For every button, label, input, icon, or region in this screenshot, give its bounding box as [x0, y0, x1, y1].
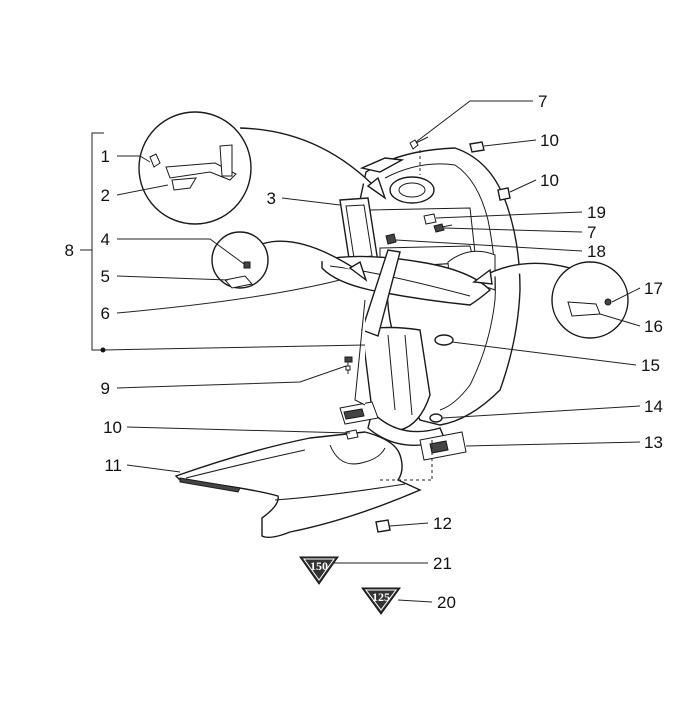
callout-14: 14 [644, 397, 663, 416]
hardware-parts [344, 136, 511, 533]
callout-16: 16 [644, 317, 663, 336]
leader-lines [103, 100, 641, 603]
callout-18: 18 [587, 242, 606, 261]
callout-8: 8 [65, 241, 74, 260]
detail-circle-clip [472, 261, 629, 339]
callout-5: 5 [101, 267, 110, 286]
callout-17: 17 [644, 279, 663, 298]
tunnel-left-panel [354, 249, 401, 406]
callout-1: 1 [101, 147, 110, 166]
callout-labels: 1 2 3 4 5 6 8 9 10 11 7 10 10 19 7 18 17… [65, 92, 663, 612]
callout-9: 9 [101, 379, 110, 398]
callout-12: 12 [433, 514, 452, 533]
callout-2: 2 [101, 186, 110, 205]
callout-15: 15 [641, 356, 660, 375]
callout-10-footboard: 10 [103, 418, 122, 437]
callout-20: 20 [437, 593, 456, 612]
callout-7-top: 7 [538, 92, 547, 111]
badge-125-label: 125 [372, 590, 390, 604]
group-bracket [80, 132, 106, 353]
callout-3: 3 [267, 189, 276, 208]
footboard [174, 431, 422, 539]
detail-circle-latch [138, 111, 387, 225]
detail-circle-bracket [211, 231, 368, 289]
callout-13: 13 [644, 433, 663, 452]
callout-21: 21 [433, 554, 452, 573]
badge-125: 125 [361, 587, 401, 615]
callout-4: 4 [101, 230, 110, 249]
leg-shield-body [339, 147, 521, 461]
callout-7-mid: 7 [587, 223, 596, 242]
callout-19: 19 [587, 203, 606, 222]
callout-10-top: 10 [540, 131, 559, 150]
badge-150: 150 [299, 556, 339, 585]
badge-150-label: 150 [310, 559, 328, 573]
shelf-tray [321, 255, 492, 306]
callout-11: 11 [104, 456, 122, 475]
callout-10-right: 10 [540, 171, 559, 190]
callout-6: 6 [101, 304, 110, 323]
